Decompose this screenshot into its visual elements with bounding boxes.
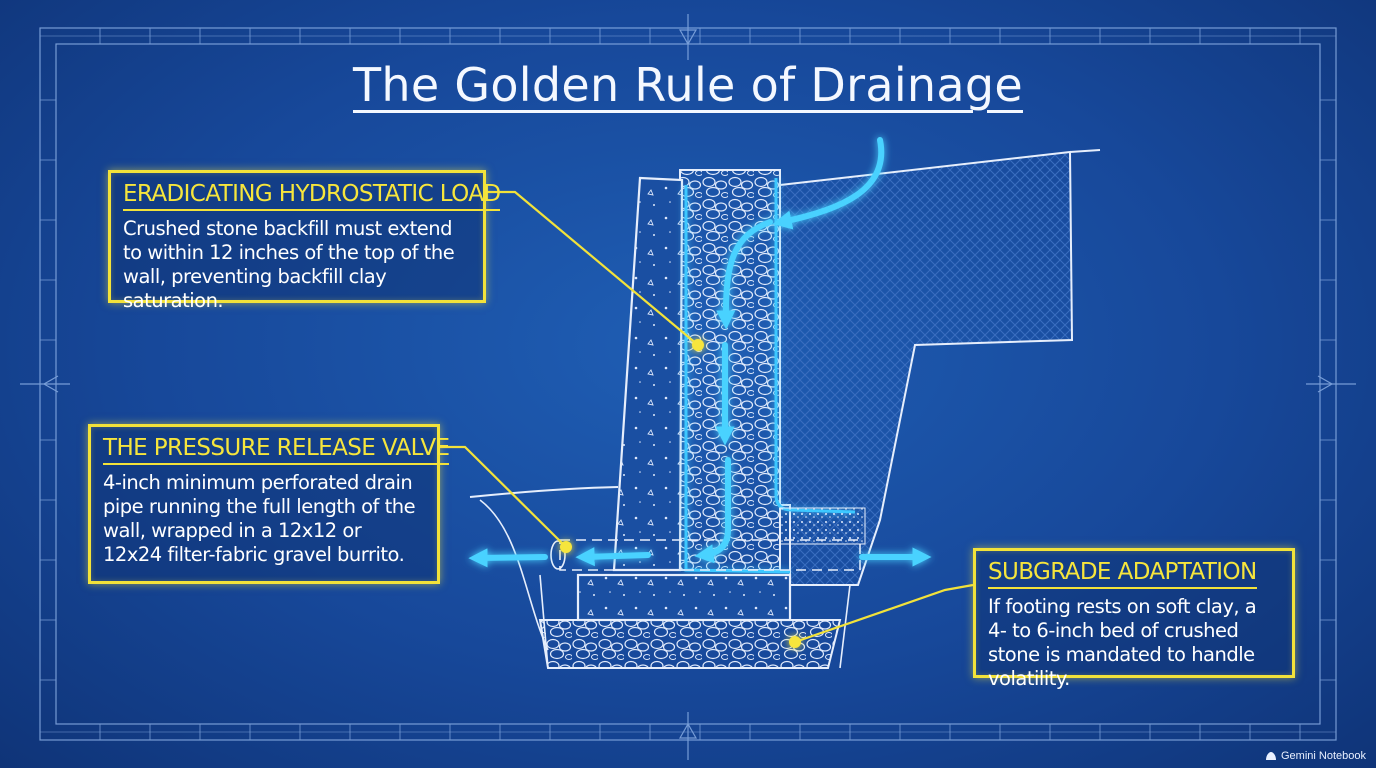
callout-hydrostatic-load: ERADICATING HYDROSTATIC LOAD Crushed sto… [108, 170, 501, 312]
flow-arrow-icon [468, 548, 548, 568]
callout-pressure-release-valve: THE PRESSURE RELEASE VALVE 4-inch minimu… [88, 424, 450, 584]
flow-arrow-icon [772, 137, 885, 230]
leader-dot-icon [692, 339, 704, 351]
drain-pipe [550, 539, 861, 571]
flow-arrow-icon [716, 219, 773, 330]
callout-body: Crushed stone backfill must extend to wi… [123, 217, 455, 312]
leader-dot-icon [560, 541, 572, 553]
water-flow-arrows [468, 137, 932, 568]
crushed-stone-bed [538, 619, 842, 669]
callout-heading: ERADICATING HYDROSTATIC LOAD [123, 181, 501, 211]
gemini-logo-icon [1266, 752, 1276, 760]
blueprint-frame [20, 14, 1356, 760]
page-title: The Golden Rule of Drainage [353, 58, 1023, 112]
flow-arrow-icon [694, 457, 731, 564]
flow-arrow-icon [575, 547, 651, 567]
callout-heading: THE PRESSURE RELEASE VALVE [103, 435, 450, 465]
grade-line-left [469, 486, 619, 498]
watermark: Gemini Notebook [1265, 750, 1366, 762]
leader-lines [440, 190, 974, 644]
watermark-text: Gemini Notebook [1281, 750, 1366, 762]
callout-subgrade-adaptation: SUBGRADE ADAPTATION If footing rests on … [973, 548, 1295, 690]
leader-dot-icon [789, 636, 801, 648]
retained-soil [779, 149, 1101, 586]
callout-body: 4-inch minimum perforated drain pipe run… [103, 471, 416, 566]
footing [576, 573, 792, 622]
callout-body: If footing rests on soft clay, a 4- to 6… [988, 595, 1257, 690]
callout-heading: SUBGRADE ADAPTATION [988, 559, 1257, 589]
